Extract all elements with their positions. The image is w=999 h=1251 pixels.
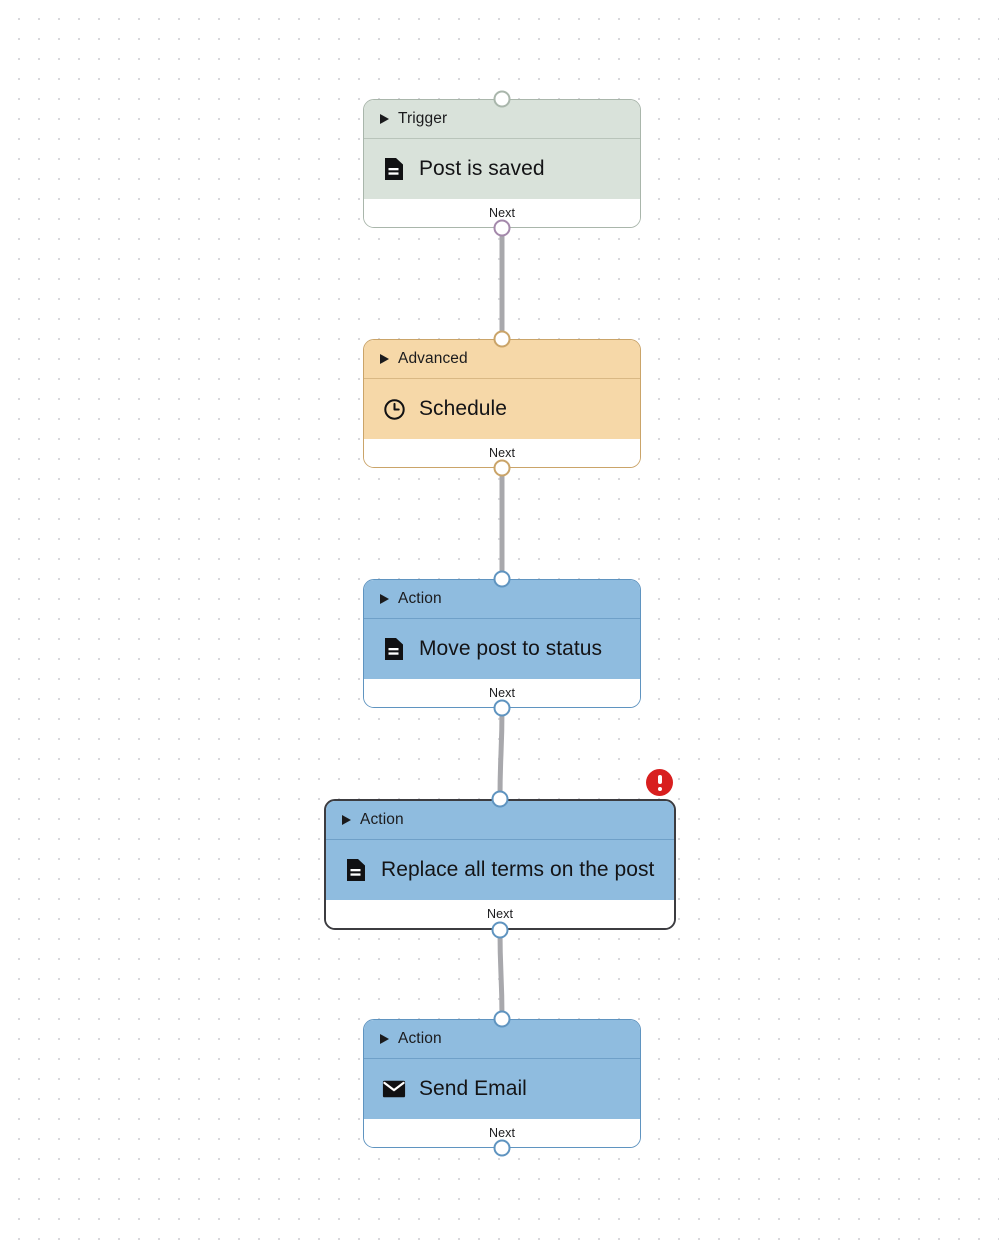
node-body[interactable]: Move post to status [364, 619, 640, 679]
node-title: Schedule [419, 397, 507, 420]
node-output-port[interactable] [493, 459, 511, 477]
connector-edge-replace-terms-to-send-email [497, 927, 505, 1022]
node-category-label: Trigger [398, 110, 448, 127]
node-body[interactable]: Post is saved [364, 139, 640, 199]
document-icon [382, 157, 406, 181]
node-next-label: Next [486, 907, 514, 921]
clock-icon [382, 397, 406, 421]
node-title: Move post to status [419, 637, 603, 660]
error-badge-icon[interactable] [646, 769, 673, 796]
node-category-label: Advanced [398, 350, 468, 367]
node-category-label: Action [398, 590, 442, 607]
node-output-port[interactable] [493, 699, 511, 717]
node-category-label: Action [398, 1030, 442, 1047]
chevron-right-icon[interactable] [380, 354, 389, 364]
node-next-label: Next [488, 1126, 516, 1140]
node-body[interactable]: Send Email [364, 1059, 640, 1119]
chevron-right-icon[interactable] [342, 815, 351, 825]
node-body[interactable]: Schedule [364, 379, 640, 439]
node-input-port[interactable] [491, 790, 509, 808]
node-input-port[interactable] [493, 330, 511, 348]
document-icon [344, 858, 368, 882]
chevron-right-icon[interactable] [380, 594, 389, 604]
exclamation-mark [657, 774, 662, 792]
node-header[interactable]: Action [326, 801, 674, 840]
envelope-icon [382, 1077, 406, 1101]
node-next-label: Next [488, 686, 516, 700]
node-input-port[interactable] [493, 570, 511, 588]
node-category-label: Action [360, 811, 404, 828]
node-footer: Next [326, 900, 674, 928]
node-title: Send Email [419, 1077, 527, 1100]
chevron-right-icon[interactable] [380, 1034, 389, 1044]
chevron-right-icon[interactable] [380, 114, 389, 124]
node-title: Replace all terms on the post [381, 858, 655, 881]
node-title: Post is saved [419, 157, 545, 180]
node-input-port[interactable] [493, 1010, 511, 1028]
connector-edge-move-post-to-replace-terms [497, 705, 505, 802]
node-input-port[interactable] [493, 90, 511, 108]
node-next-label: Next [488, 206, 516, 220]
node-output-port[interactable] [493, 219, 511, 237]
node-output-port[interactable] [491, 921, 509, 939]
node-next-label: Next [488, 446, 516, 460]
document-icon [382, 637, 406, 661]
node-output-port[interactable] [493, 1139, 511, 1157]
node-body[interactable]: Replace all terms on the post [326, 840, 674, 900]
